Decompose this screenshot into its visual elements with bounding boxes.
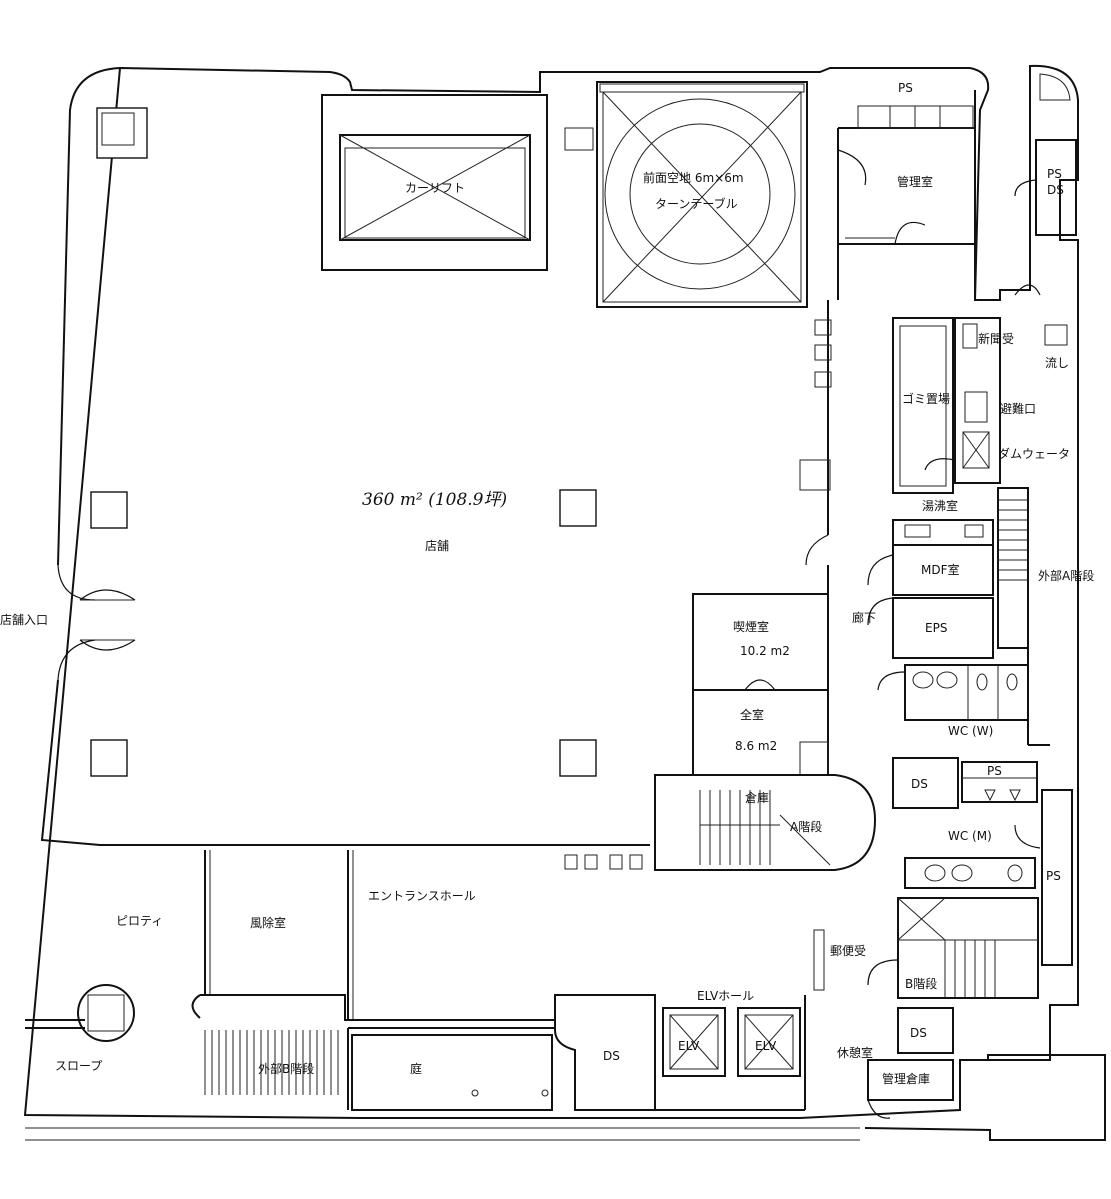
wc-men-block	[892, 757, 1073, 966]
label-evacuation: 避難口	[1000, 401, 1036, 416]
interior-walls	[25, 300, 877, 1111]
label-ps-mid: PS	[987, 764, 1002, 778]
label-corridor: 廊下	[852, 610, 876, 625]
car-lift	[321, 94, 548, 271]
label-rest-room: 休憩室	[837, 1045, 873, 1060]
label-smoking-area: 10.2 m2	[740, 644, 790, 658]
mgmt-block	[837, 90, 976, 300]
corner-column	[96, 107, 148, 159]
label-ps-ds-2: DS	[1047, 183, 1064, 197]
label-ds-mid: DS	[911, 777, 928, 791]
label-front-room-area: 8.6 m2	[735, 739, 777, 753]
label-dumbwaiter: ダムウェータ	[998, 446, 1070, 461]
ps-ds-shaft	[1014, 73, 1077, 236]
stair-b	[867, 897, 1039, 999]
store-entrance-door	[57, 564, 136, 681]
label-turntable: ターンテーブル	[655, 196, 738, 211]
service-core	[892, 284, 1068, 494]
label-ps-top: PS	[898, 81, 913, 95]
label-stair-a: A階段	[790, 819, 822, 834]
label-garden: 庭	[410, 1061, 422, 1076]
bottom-right-rooms	[867, 1007, 954, 1119]
label-mgmt-room: 管理室	[897, 174, 933, 189]
label-kettle-room: 湯沸室	[922, 498, 958, 513]
label-car-lift: カーリフト	[405, 181, 465, 195]
label-wc-w: WC (W)	[948, 724, 993, 738]
label-sink: 流し	[1045, 356, 1069, 370]
label-ps-ds-1: PS	[1047, 167, 1062, 181]
label-storage: 倉庫	[745, 790, 769, 805]
label-entrance-hall: エントランスホール	[368, 889, 476, 903]
turntable-area	[596, 81, 808, 308]
label-windbreak: 風除室	[250, 915, 286, 930]
label-ext-stair-a: 外部A階段	[1038, 568, 1094, 583]
label-mailbox: 郵便受	[830, 944, 866, 958]
label-smoking-room: 喫煙室	[733, 619, 769, 634]
label-mgmt-storage: 管理倉庫	[882, 1071, 930, 1086]
label-stair-b: B階段	[905, 976, 937, 991]
label-mdf-room: MDF室	[921, 562, 960, 577]
label-front-room: 全室	[740, 707, 764, 722]
label-pilotis: ピロティ	[116, 914, 163, 928]
label-store: 店舗	[425, 539, 449, 553]
utility-rooms	[867, 487, 1050, 746]
label-ds-br: DS	[910, 1026, 927, 1040]
outer-walls	[23, 64, 1106, 1141]
label-elv2: ELV	[755, 1039, 777, 1053]
label-ps-right: PS	[1046, 869, 1061, 883]
label-front-space: 前面空地 6m×6m	[643, 170, 744, 185]
small-box	[564, 127, 594, 151]
label-elv1: ELV	[678, 1039, 700, 1053]
label-store-area-note: 360 m² (108.9坪)	[362, 490, 507, 510]
room-labels: カーリフト 前面空地 6m×6m ターンテーブル PS 管理室 PS DS 新聞…	[0, 81, 1094, 1086]
label-wc-m: WC (M)	[948, 829, 992, 843]
label-elv-hall: ELVホール	[697, 989, 754, 1003]
label-ds-bottom: DS	[603, 1049, 620, 1063]
label-store-entrance: 店舗入口	[0, 613, 48, 627]
label-eps: EPS	[925, 621, 947, 635]
label-garbage: ゴミ置場	[902, 391, 950, 406]
label-ext-stair-b: 外部B階段	[258, 1061, 314, 1076]
wc-women	[877, 664, 1029, 721]
label-slope: スロープ	[55, 1059, 102, 1073]
label-newspaper: 新聞受	[978, 331, 1014, 346]
